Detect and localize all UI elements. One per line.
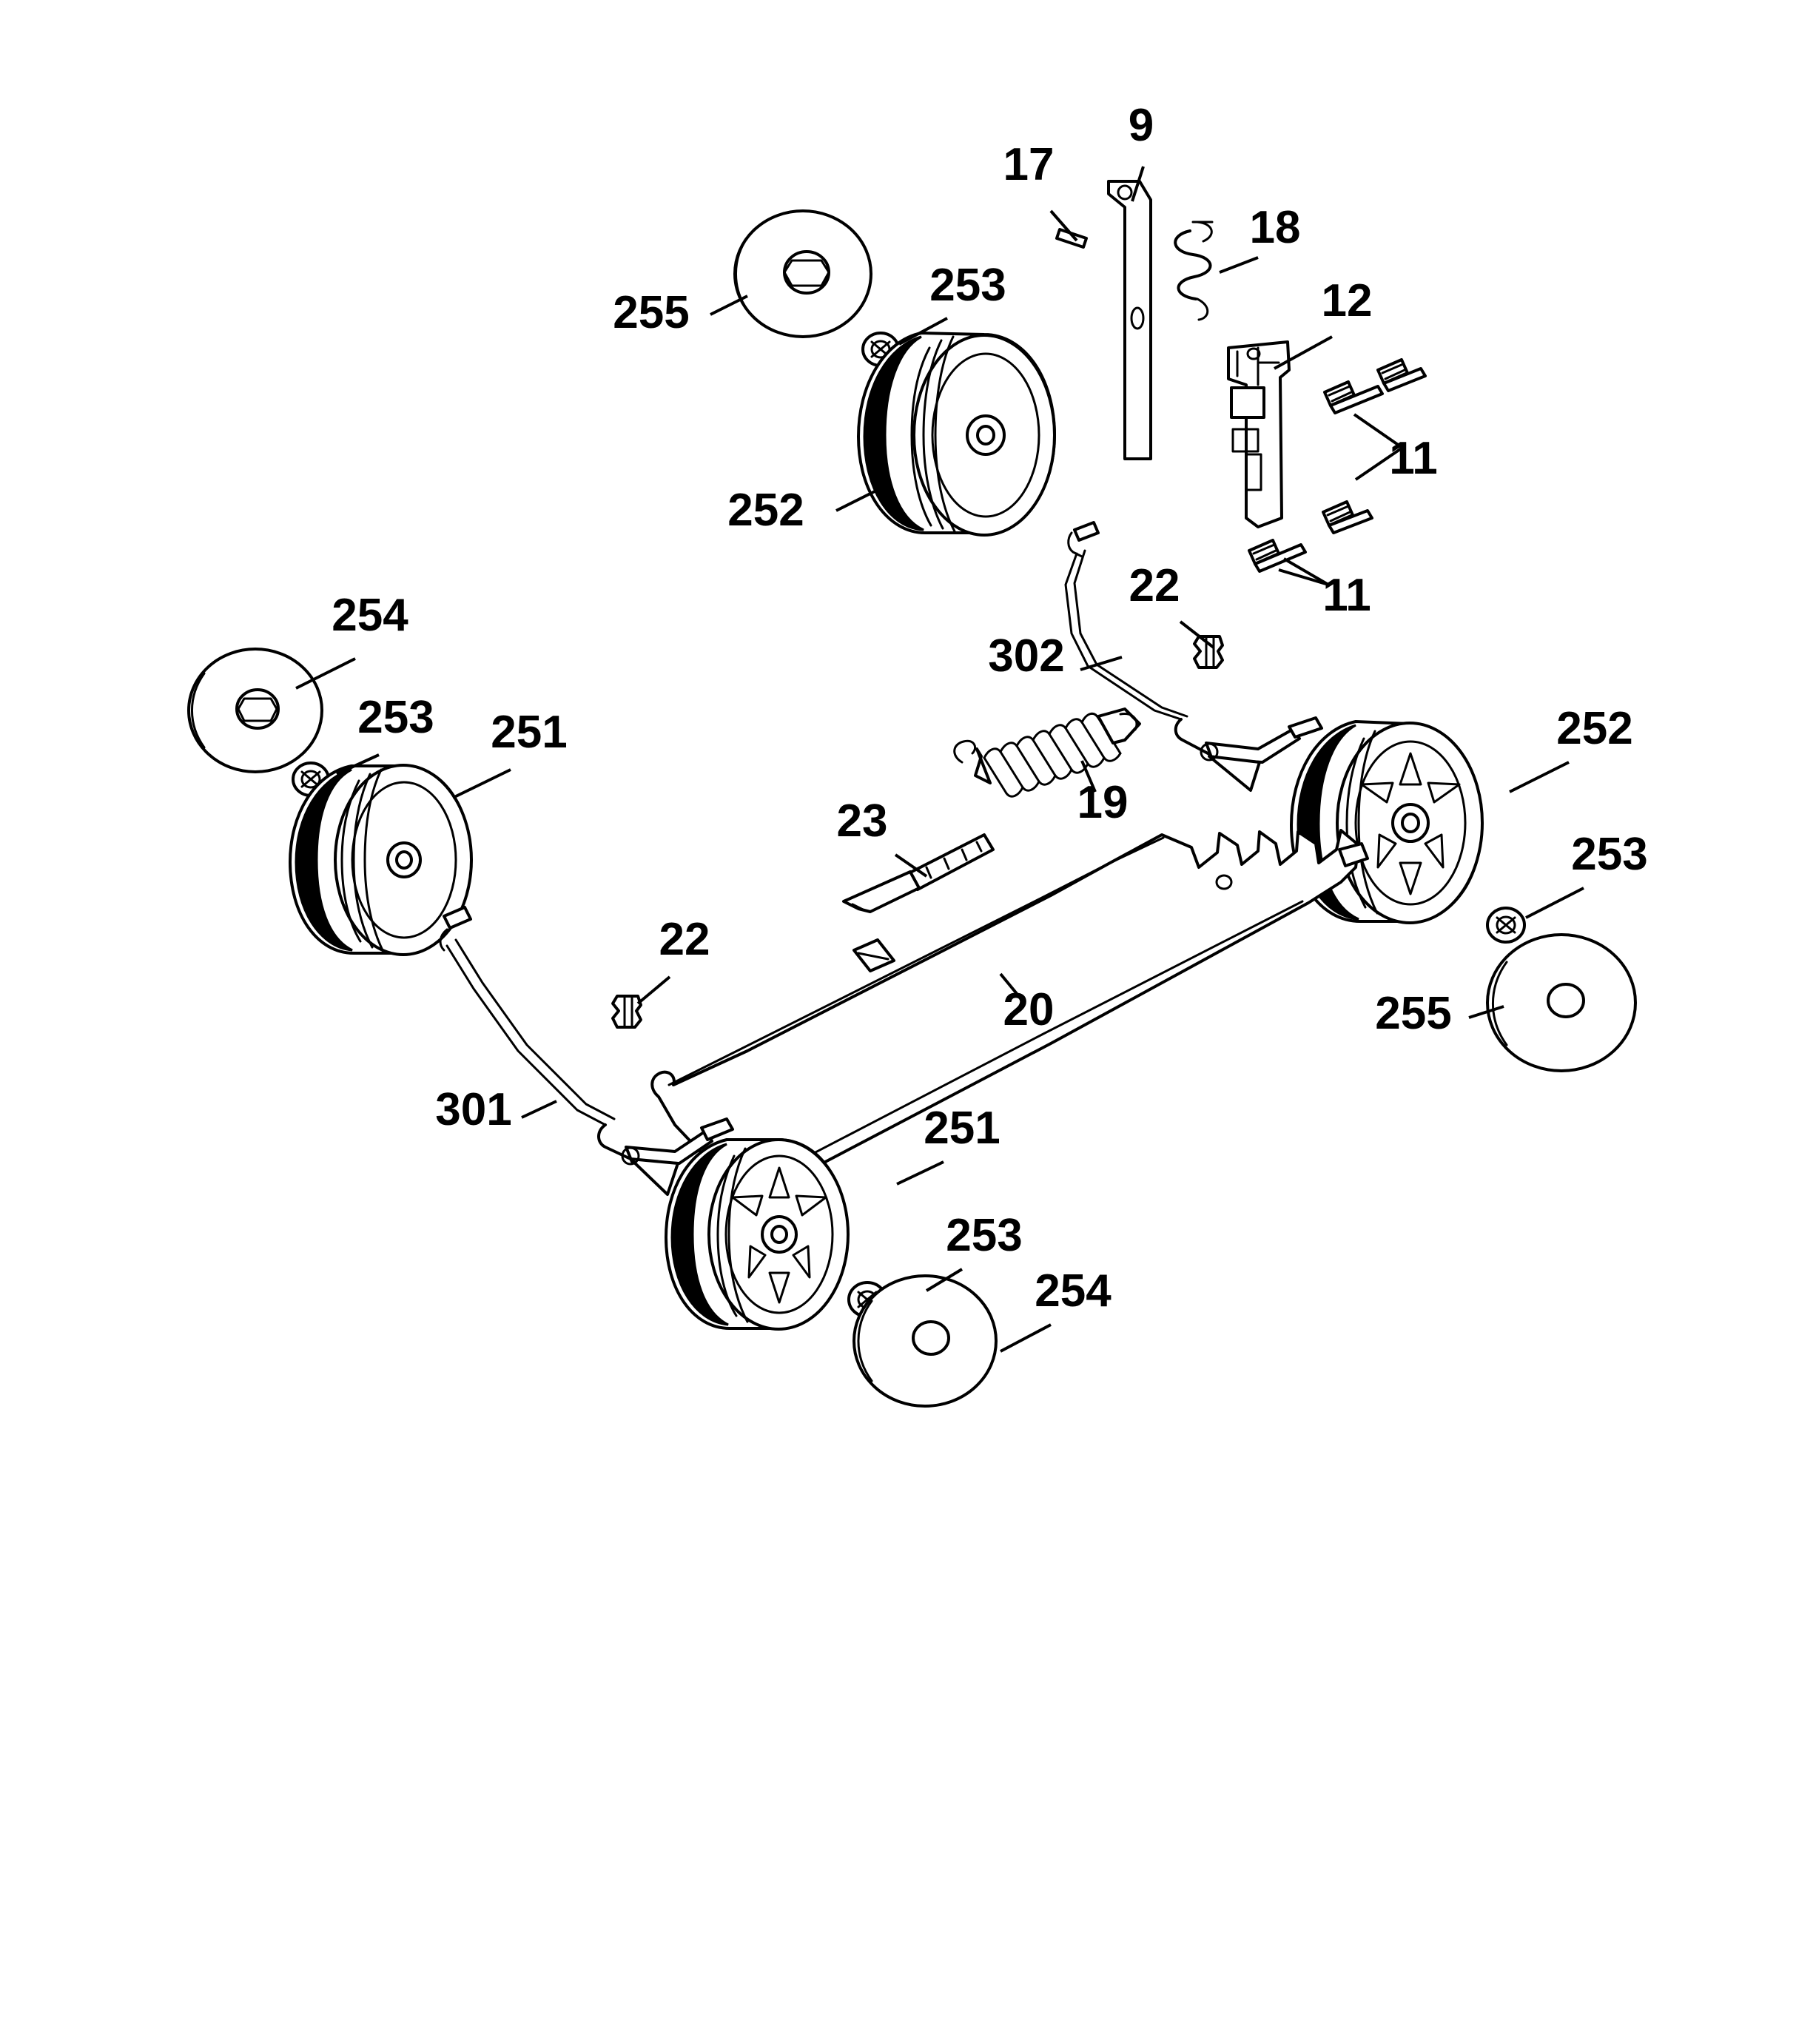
part-251-wheel-left [289, 764, 473, 956]
callout-302: 302 [988, 631, 1064, 682]
part-254-hubcap-lower [852, 1274, 998, 1408]
callout-253-d: 253 [946, 1210, 1022, 1261]
part-253-nut-right [1486, 907, 1526, 944]
callout-255-a: 255 [613, 287, 689, 338]
callout-301: 301 [435, 1084, 511, 1135]
part-12-bracket-plate [1227, 340, 1291, 528]
callout-leaders [295, 166, 1584, 1353]
callout-22-b: 22 [659, 914, 710, 965]
callout-253-b: 253 [357, 692, 434, 743]
callout-255-b: 255 [1375, 988, 1451, 1039]
callout-17: 17 [1003, 139, 1055, 190]
part-11-screw-a [1323, 380, 1384, 414]
part-20-height-adjust-rod [650, 829, 1369, 1200]
callout-252-b: 252 [1556, 703, 1632, 754]
callout-253-a: 253 [929, 260, 1006, 311]
part-11-screw-d [1322, 500, 1373, 534]
callout-9: 9 [1129, 100, 1154, 151]
callout-labels: 17 9 18 12 253 255 11 252 11 22 302 254 … [332, 100, 1647, 1317]
part-255-hubcap-upper [733, 209, 872, 338]
callout-12: 12 [1322, 275, 1373, 326]
part-22-clip-upper [1193, 635, 1224, 669]
part-251-wheel-lower [665, 1138, 850, 1331]
part-301-axle-arm-left [439, 906, 734, 1196]
callout-23: 23 [837, 796, 888, 847]
part-252-wheel-upper [857, 332, 1056, 537]
callout-253-c: 253 [1571, 829, 1647, 880]
part-22-clip-lower [611, 995, 642, 1029]
callout-22-a: 22 [1129, 560, 1180, 611]
callout-19: 19 [1077, 777, 1129, 828]
part-23-notched-bracket [842, 833, 995, 913]
part-18-torsion-spring [1174, 221, 1214, 321]
part-19-extension-spring [953, 707, 1141, 798]
callout-252-a: 252 [727, 485, 804, 536]
part-11-screw-b [1376, 358, 1427, 392]
callout-251-a: 251 [491, 707, 567, 758]
part-17-pin [1055, 228, 1088, 249]
callout-20: 20 [1003, 984, 1055, 1035]
part-254-hubcap-left [187, 648, 323, 773]
callout-11-a: 11 [1389, 433, 1438, 484]
callout-254-a: 254 [332, 590, 408, 641]
part-9-lever-bar [1107, 180, 1152, 460]
part-255-hubcap-right [1486, 933, 1637, 1072]
part-11-screw-c [1248, 539, 1307, 573]
callout-251-b: 251 [924, 1103, 1000, 1154]
callout-11-b: 11 [1322, 570, 1371, 621]
callout-18: 18 [1250, 202, 1301, 253]
callout-254-b: 254 [1035, 1265, 1112, 1317]
part-302-axle-arm-right [1064, 521, 1323, 792]
